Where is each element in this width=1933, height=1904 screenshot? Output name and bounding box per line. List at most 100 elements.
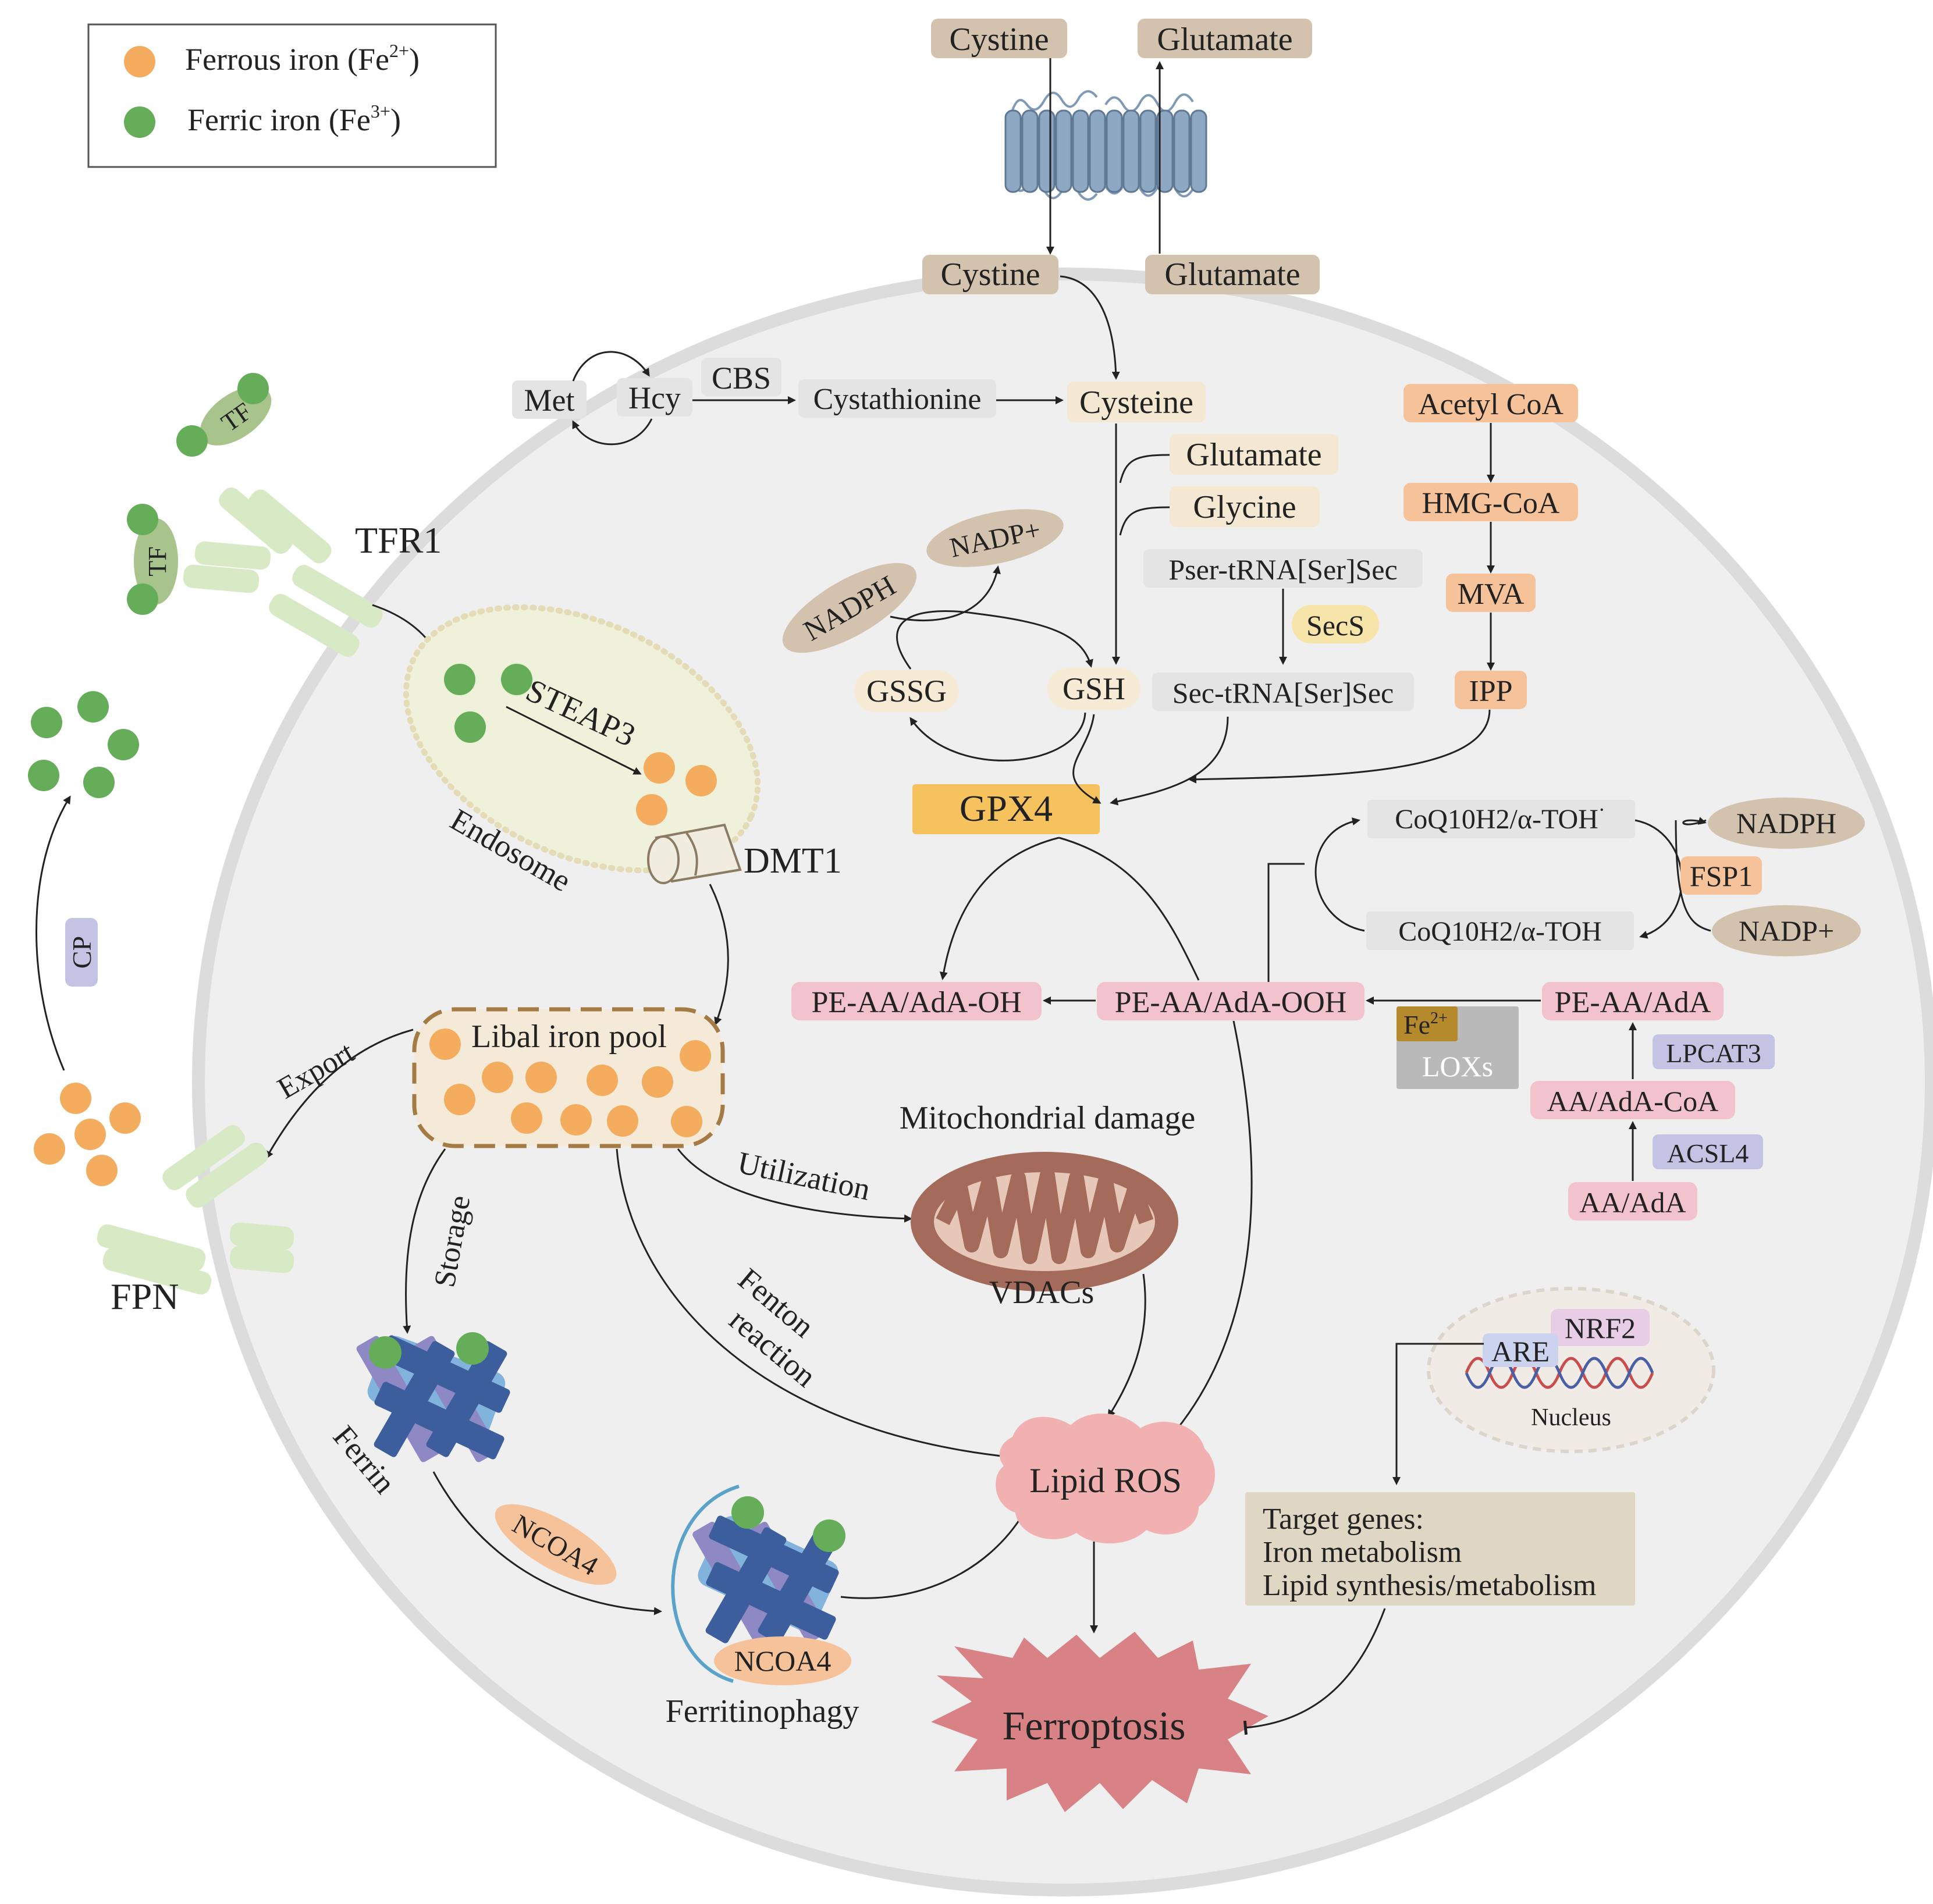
cp-oxidation-arrow xyxy=(35,795,71,1071)
legend-ferric-dot xyxy=(124,106,155,138)
hmg-coa-label: HMG-CoA xyxy=(1422,487,1560,520)
secs-label: SecS xyxy=(1306,609,1365,642)
nucleus-label: Nucleus xyxy=(1531,1404,1611,1431)
coq-reduced-label: CoQ10H2/α-TOH xyxy=(1398,916,1602,947)
lipid-ros-blob xyxy=(996,1413,1216,1544)
autophagosome-membrane xyxy=(671,1485,740,1683)
cysteine-label: Cysteine xyxy=(1079,385,1193,421)
dmt1-to-pool-arrow xyxy=(709,884,729,1026)
ncoa4-bound-label: NCOA4 xyxy=(734,1645,832,1677)
dmt1-label: DMT1 xyxy=(744,841,842,881)
tf-ferric-complex-2: TF xyxy=(134,518,178,604)
cystine-to-cysteine-arrow xyxy=(1060,275,1120,380)
lpcat3-label: LPCAT3 xyxy=(1666,1038,1761,1068)
cystathionine-label: Cystathionine xyxy=(813,383,982,416)
fpn-transporter xyxy=(97,1125,294,1295)
pser-trna-label: Pser-tRNA[Ser]Sec xyxy=(1168,553,1397,586)
nrf2-label: NRF2 xyxy=(1565,1312,1636,1344)
acetyl-coa-label: Acetyl CoA xyxy=(1418,388,1564,421)
pe-label: PE-AA/AdA xyxy=(1555,986,1711,1019)
mito-to-ros-arrow xyxy=(1107,1273,1146,1418)
met-to-hcy-arrow xyxy=(572,351,650,382)
aa-label: AA/AdA xyxy=(1579,1186,1686,1219)
cystine-glutamate-antiporter xyxy=(1004,90,1207,201)
fsp1-label: FSP1 xyxy=(1690,860,1753,892)
ferritin-complex xyxy=(356,1335,510,1462)
target-genes-title: Target genes: xyxy=(1263,1503,1424,1536)
coq-cycle-arrow xyxy=(1314,817,1365,932)
storage-arrow xyxy=(403,1148,446,1334)
legend: Ferrous iron (Fe2+) Ferric iron (Fe3+) xyxy=(87,23,497,168)
utilization-arrow xyxy=(677,1148,912,1223)
mva-label: MVA xyxy=(1458,578,1525,611)
endosome xyxy=(403,604,761,874)
gssg-label: GSSG xyxy=(866,674,947,709)
gssg-to-gsh-arrow xyxy=(896,610,1093,670)
loxs-label: LOXs xyxy=(1422,1050,1493,1083)
ferritin-in-autophagosome xyxy=(692,1515,839,1643)
fenton-arrow xyxy=(616,1148,1014,1461)
mitochondrial-damage-label: Mitochondrial damage xyxy=(900,1100,1196,1136)
glutamate-outside-label: Glutamate xyxy=(1157,22,1292,58)
glutamate-gsh-input-label: Glutamate xyxy=(1186,437,1321,473)
coq-radical-label: CoQ10H2/α-TOH· xyxy=(1395,798,1605,835)
cystine-outside-label: Cystine xyxy=(949,22,1049,58)
glutamate-inside-label: Glutamate xyxy=(1164,257,1300,293)
export-arrow xyxy=(265,1028,414,1159)
legend-ferrous-label: Ferrous iron (Fe2+) xyxy=(185,40,420,77)
met-label: Met xyxy=(524,383,575,418)
tfr1-receptor xyxy=(183,487,383,657)
coq-inhibits-peroxidation xyxy=(1262,863,1305,1002)
acsl4-label: ACSL4 xyxy=(1667,1138,1749,1168)
target-genes-iron: Iron metabolism xyxy=(1263,1536,1462,1569)
nadp-fsp1-label: NADP+ xyxy=(1739,914,1834,947)
cystine-inside-label: Cystine xyxy=(940,257,1040,293)
ipp-to-gpx4-arrow xyxy=(1188,709,1491,784)
aa-coa-label: AA/AdA-CoA xyxy=(1547,1085,1718,1118)
svg-text:TF: TF xyxy=(143,546,172,576)
fe2-lox-label: Fe2+ xyxy=(1403,1009,1448,1040)
fpn-label: FPN xyxy=(111,1276,179,1317)
are-label: ARE xyxy=(1491,1335,1550,1368)
hcy-label: Hcy xyxy=(628,380,681,415)
glycine-label: Glycine xyxy=(1193,489,1296,525)
nadph-to-nadp-arrow xyxy=(890,565,1001,622)
gpx4-label: GPX4 xyxy=(960,788,1053,829)
vdacs-label: VDACs xyxy=(989,1275,1094,1311)
ferritinophagy-to-ros-arrow xyxy=(840,1511,1025,1599)
lipid-ros-label: Lipid ROS xyxy=(1029,1461,1182,1500)
dmt1-transporter xyxy=(647,823,742,884)
tf-ferric-complex-1: TF xyxy=(200,386,272,446)
cp-label: CP xyxy=(67,936,97,969)
pe-ooh-label: PE-AA/AdA-OOH xyxy=(1115,986,1347,1019)
sec-trna-label: Sec-tRNA[Ser]Sec xyxy=(1172,677,1394,709)
nadph-fsp1-label: NADPH xyxy=(1736,807,1836,839)
ferroptosis-label: Ferroptosis xyxy=(1003,1704,1186,1749)
labile-iron-pool xyxy=(412,1007,725,1148)
ipp-label: IPP xyxy=(1469,675,1512,708)
target-inhibits-ferroptosis xyxy=(1243,1608,1386,1735)
labile-iron-pool-label: Libal iron pool xyxy=(471,1019,667,1055)
exported-ferrous-iron xyxy=(34,1083,141,1186)
cbs-label: CBS xyxy=(712,361,771,396)
hcy-to-met-arrow xyxy=(572,418,653,446)
gsh-to-gssg-arrow xyxy=(909,712,1086,761)
legend-ferric-label: Ferric iron (Fe3+) xyxy=(187,101,401,137)
gsh-to-gpx4-arrow xyxy=(1072,714,1101,804)
target-genes-lipid: Lipid synthesis/metabolism xyxy=(1263,1569,1596,1602)
pool-ferrous-iron xyxy=(429,1028,711,1137)
ncoa4-ferritinophagy-arrow xyxy=(432,1471,662,1615)
tfr1-label: TFR1 xyxy=(355,519,442,561)
mitochondrion xyxy=(911,1152,1178,1291)
legend-ferrous-dot xyxy=(124,46,155,77)
ferroptosis-blob xyxy=(931,1632,1268,1812)
exported-ferric-iron xyxy=(28,691,139,798)
ferritinophagy-label: Ferritinophagy xyxy=(666,1693,859,1729)
pe-oh-label: PE-AA/AdA-OH xyxy=(811,986,1021,1019)
peroxide-to-ros-arrow xyxy=(1174,1020,1253,1433)
are-to-target-arrow xyxy=(1392,1343,1484,1485)
gsh-label: GSH xyxy=(1063,671,1125,706)
gpx4-reduction-arrow xyxy=(939,837,1060,980)
